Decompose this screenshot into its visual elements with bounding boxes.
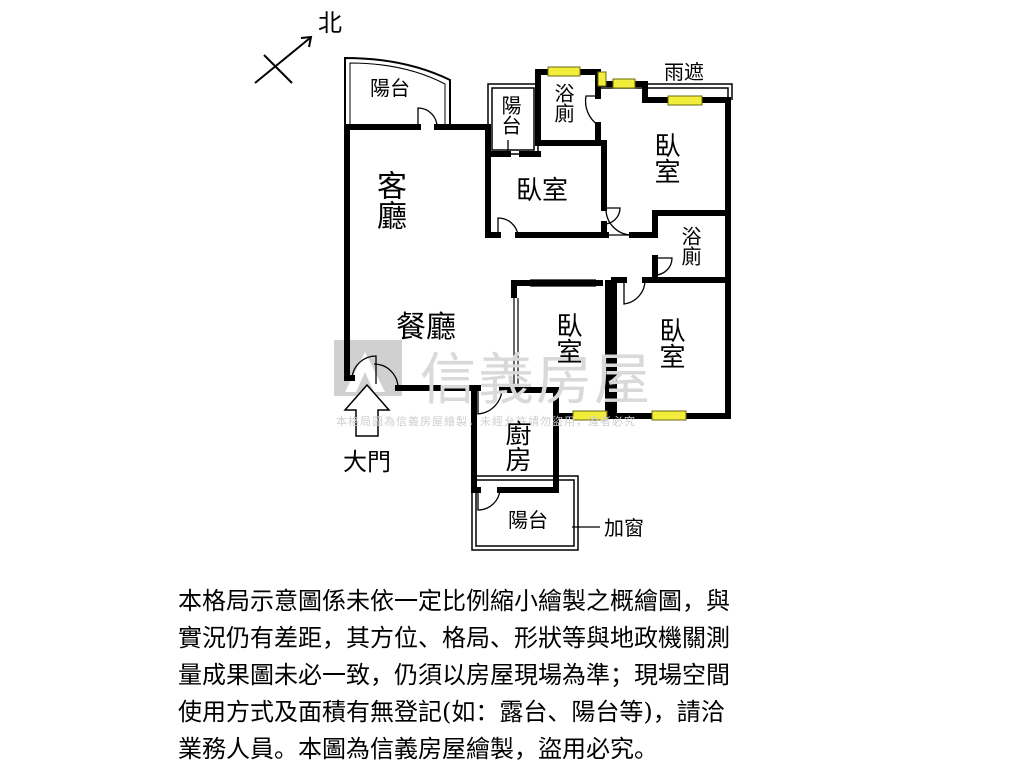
disclaimer-line: 使用方式及面積有無登記(如：露台、陽台等)，請洽 (178, 698, 725, 726)
window-bath-top-small (597, 71, 607, 87)
room-rain-shelter: 雨遮 (664, 60, 704, 84)
room-bath-top: 浴廁 (551, 83, 575, 123)
room-bath-right: 浴廁 (678, 226, 702, 266)
disclaimer-line: 量成果圖未必一致，仍須以房屋現場為準；現場空間 (178, 661, 730, 689)
room-bedroom-top-middle: 臥室 (516, 176, 569, 206)
room-bedroom-bottom-right: 臥室 (655, 317, 685, 369)
window-bath-top (547, 66, 581, 77)
room-balcony-small: 陽台 (498, 95, 522, 135)
disclaimer-text: 本格局示意圖係未依一定比例縮小繪製之概繪圖，與 實況仍有差距，其方位、格局、形狀… (178, 583, 858, 768)
north-label: 北 (318, 9, 342, 37)
disclaimer-line: 業務人員。本圖為信義房屋繪製，盜用必究。 (178, 735, 658, 763)
north-arrow-icon (254, 35, 313, 84)
door-swings (351, 95, 673, 511)
entrance-arrow-icon (343, 383, 391, 437)
sliding-window-lines (513, 279, 596, 386)
add-window-label: 加窗 (604, 516, 644, 540)
disclaimer-line: 本格局示意圖係未依一定比例縮小繪製之概繪圖，與 (178, 587, 730, 615)
window-bedroom-top-right (667, 95, 703, 106)
window-bedroom-bottom-1 (572, 410, 608, 421)
windows (547, 66, 703, 421)
room-balcony-top-left: 陽台 (370, 76, 410, 100)
room-balcony-bottom: 陽台 (508, 508, 548, 532)
room-dining: 餐廳 (396, 310, 456, 345)
room-kitchen: 廚房 (501, 420, 531, 472)
room-living: 客廳 (371, 170, 406, 230)
window-rain (612, 78, 636, 89)
watermark-brand: 信義房屋 (420, 348, 652, 413)
disclaimer-line: 實況仍有差距，其方位、格局、形狀等與地政機關測 (178, 624, 730, 652)
main-door-label: 大門 (343, 448, 391, 476)
room-bedroom-top-right: 臥室 (650, 132, 680, 184)
balcony-top-left-outline (344, 56, 451, 127)
watermark-notice: 本格局圖為信義房屋繪製，未經允許請勿盜用，違者必究 (336, 415, 636, 428)
window-bedroom-bottom-2 (651, 410, 687, 421)
room-bedroom-center: 臥室 (552, 312, 582, 364)
balcony-bottom-outline (471, 475, 579, 551)
